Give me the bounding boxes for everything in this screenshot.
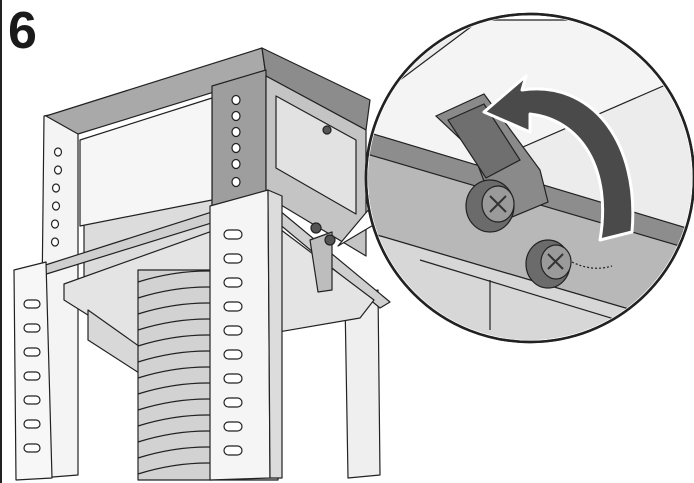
screw-small-2 (324, 234, 336, 246)
top-frame-inner-opening (79, 97, 213, 227)
screw-small-1 (310, 222, 322, 234)
front-right-upright-side (267, 189, 283, 479)
step-number: 6 (8, 2, 37, 60)
page-left-border (0, 0, 2, 483)
mounting-bracket-small (309, 222, 336, 293)
screw-lower (525, 239, 613, 289)
top-frame-front-upright (211, 69, 267, 213)
front-left-upright-slots (23, 299, 41, 453)
chimney-assembly (13, 47, 393, 481)
zoom-callout (364, 12, 694, 344)
rotate-bracket-arrow-icon (482, 74, 635, 242)
top-frame-holes (231, 94, 332, 188)
front-right-upright-slots (223, 229, 243, 456)
left-upright-holes (50, 147, 63, 247)
side-panel-window (275, 95, 357, 215)
screw-upper (465, 179, 515, 233)
front-left-upright (13, 261, 53, 481)
